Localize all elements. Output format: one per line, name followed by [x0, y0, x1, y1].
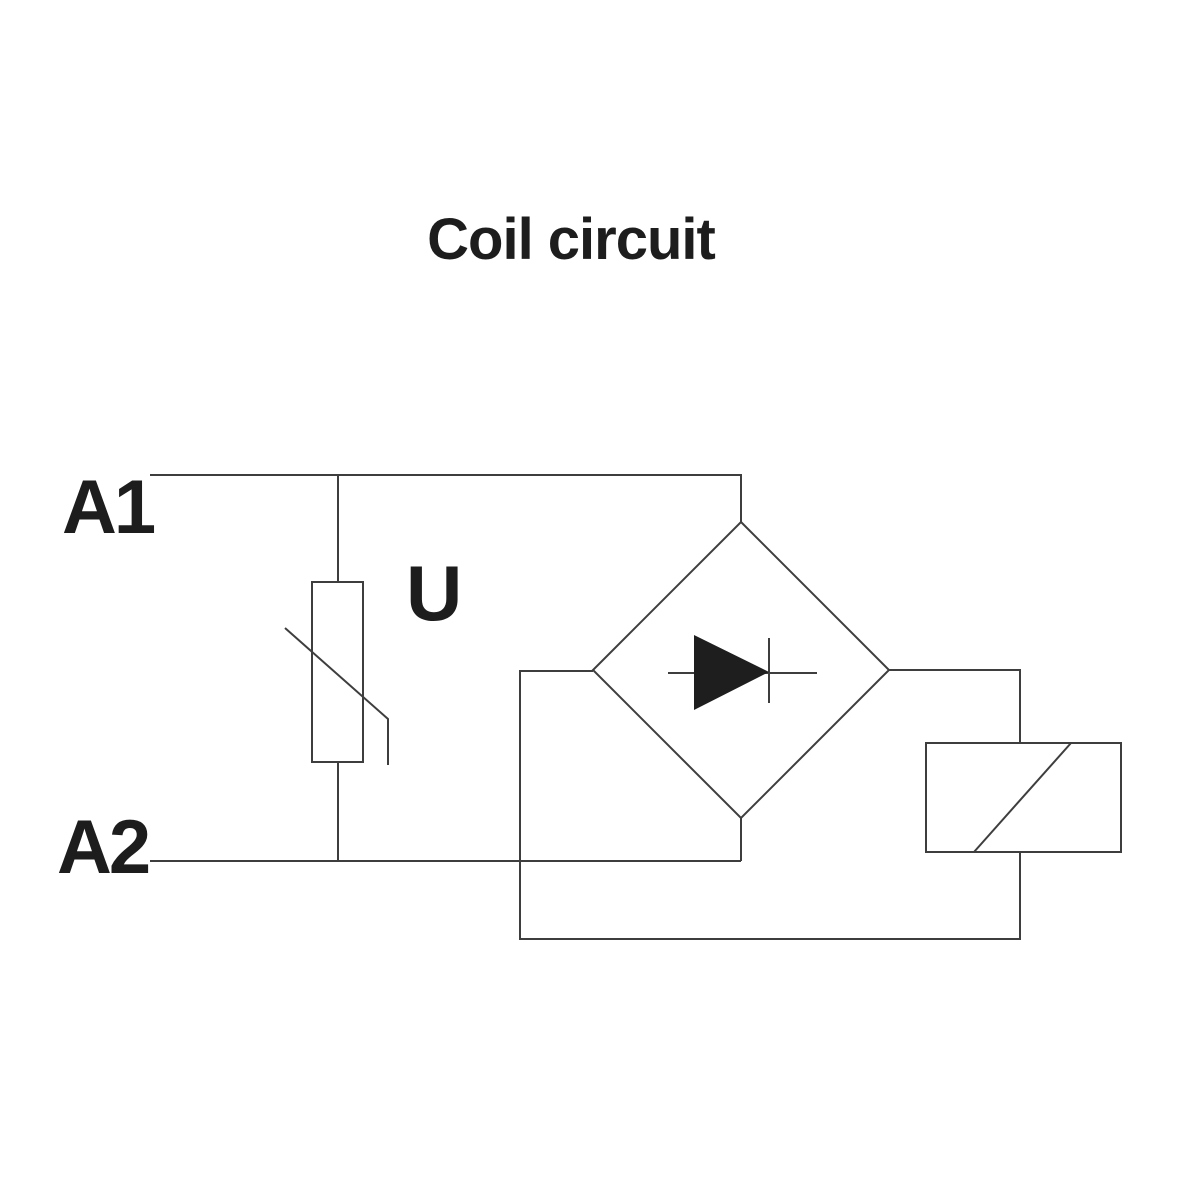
diode-triangle-icon: [694, 635, 769, 710]
wires: [150, 474, 1122, 940]
terminal-a2-label: A2: [57, 805, 149, 890]
diagram-title: Coil circuit: [427, 207, 715, 272]
a1-wire: [150, 474, 742, 522]
varistor-diagonal-icon: [284, 627, 389, 765]
coil-diagonal-icon: [973, 742, 1072, 853]
bridge-left-output-wire: [519, 670, 1021, 940]
terminal-a1-label: A1: [62, 465, 155, 550]
varistor-body-icon: [311, 581, 364, 763]
varistor-voltage-label: U: [406, 549, 462, 637]
bridge-right-output-wire: [889, 669, 1021, 743]
